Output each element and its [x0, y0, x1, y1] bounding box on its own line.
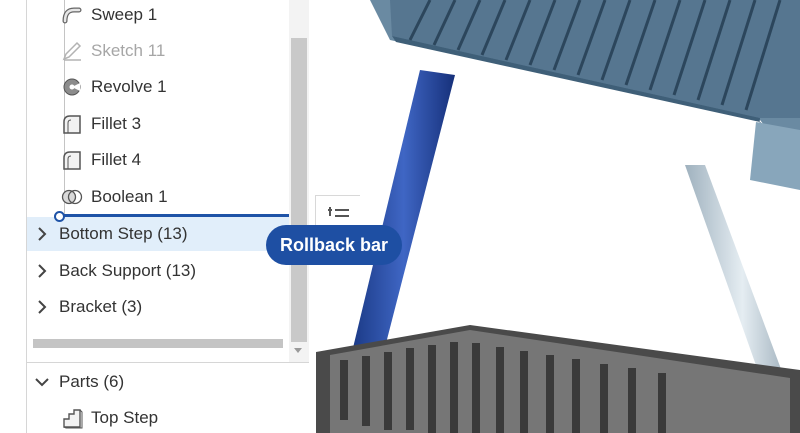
- part-item-label: Top Step: [91, 408, 159, 427]
- feature-item-label: Revolve 1: [91, 77, 167, 96]
- boolean-icon: [61, 189, 83, 205]
- sweep-icon: [62, 7, 82, 24]
- horizontal-scrollbar-thumb[interactable]: [33, 339, 283, 348]
- gray-leg: [685, 165, 800, 433]
- chevron-down-icon[interactable]: [35, 374, 49, 390]
- bottom-step-model: [316, 325, 800, 433]
- folder-label: Back Support (13): [59, 261, 197, 280]
- selected-row-highlight: [27, 217, 289, 251]
- scroll-down-arrow-icon[interactable]: [294, 348, 302, 353]
- revolve-icon: [63, 78, 81, 96]
- feature-item-label: Fillet 3: [91, 114, 142, 133]
- feature-tree-panel: Sweep 1 Sketch 11 Revolve 1 Fillet 3 Fil…: [26, 0, 309, 433]
- sketch-icon: [62, 41, 82, 61]
- fillet-icon: [63, 151, 81, 170]
- feature-item-label: Sketch 11: [91, 41, 166, 60]
- tree-guide-line: [64, 0, 65, 214]
- folder-label: Bracket (3): [59, 297, 143, 316]
- rollback-bar[interactable]: [58, 214, 289, 217]
- tooltip-text: Rollback bar: [280, 234, 389, 255]
- chevron-right-icon[interactable]: [35, 263, 49, 279]
- feature-item-label: Boolean 1: [91, 187, 168, 206]
- panel-divider: [27, 362, 309, 363]
- chevron-right-icon[interactable]: [35, 299, 49, 315]
- fillet-icon: [63, 115, 81, 134]
- top-step-model: [370, 0, 800, 190]
- list-icon: [328, 207, 349, 217]
- feature-item-label: Fillet 4: [91, 150, 142, 169]
- vertical-scrollbar-thumb[interactable]: [291, 38, 307, 342]
- rollback-bar-tooltip: Rollback bar: [266, 225, 403, 265]
- feature-item-label: Sweep 1: [91, 5, 158, 24]
- blue-leg: [352, 70, 455, 355]
- part-icon: [63, 409, 83, 429]
- chevron-right-icon[interactable]: [35, 226, 49, 242]
- rollback-bar-handle[interactable]: [54, 211, 65, 222]
- parts-header-label: Parts (6): [59, 372, 125, 391]
- folder-label: Bottom Step (13): [59, 224, 188, 243]
